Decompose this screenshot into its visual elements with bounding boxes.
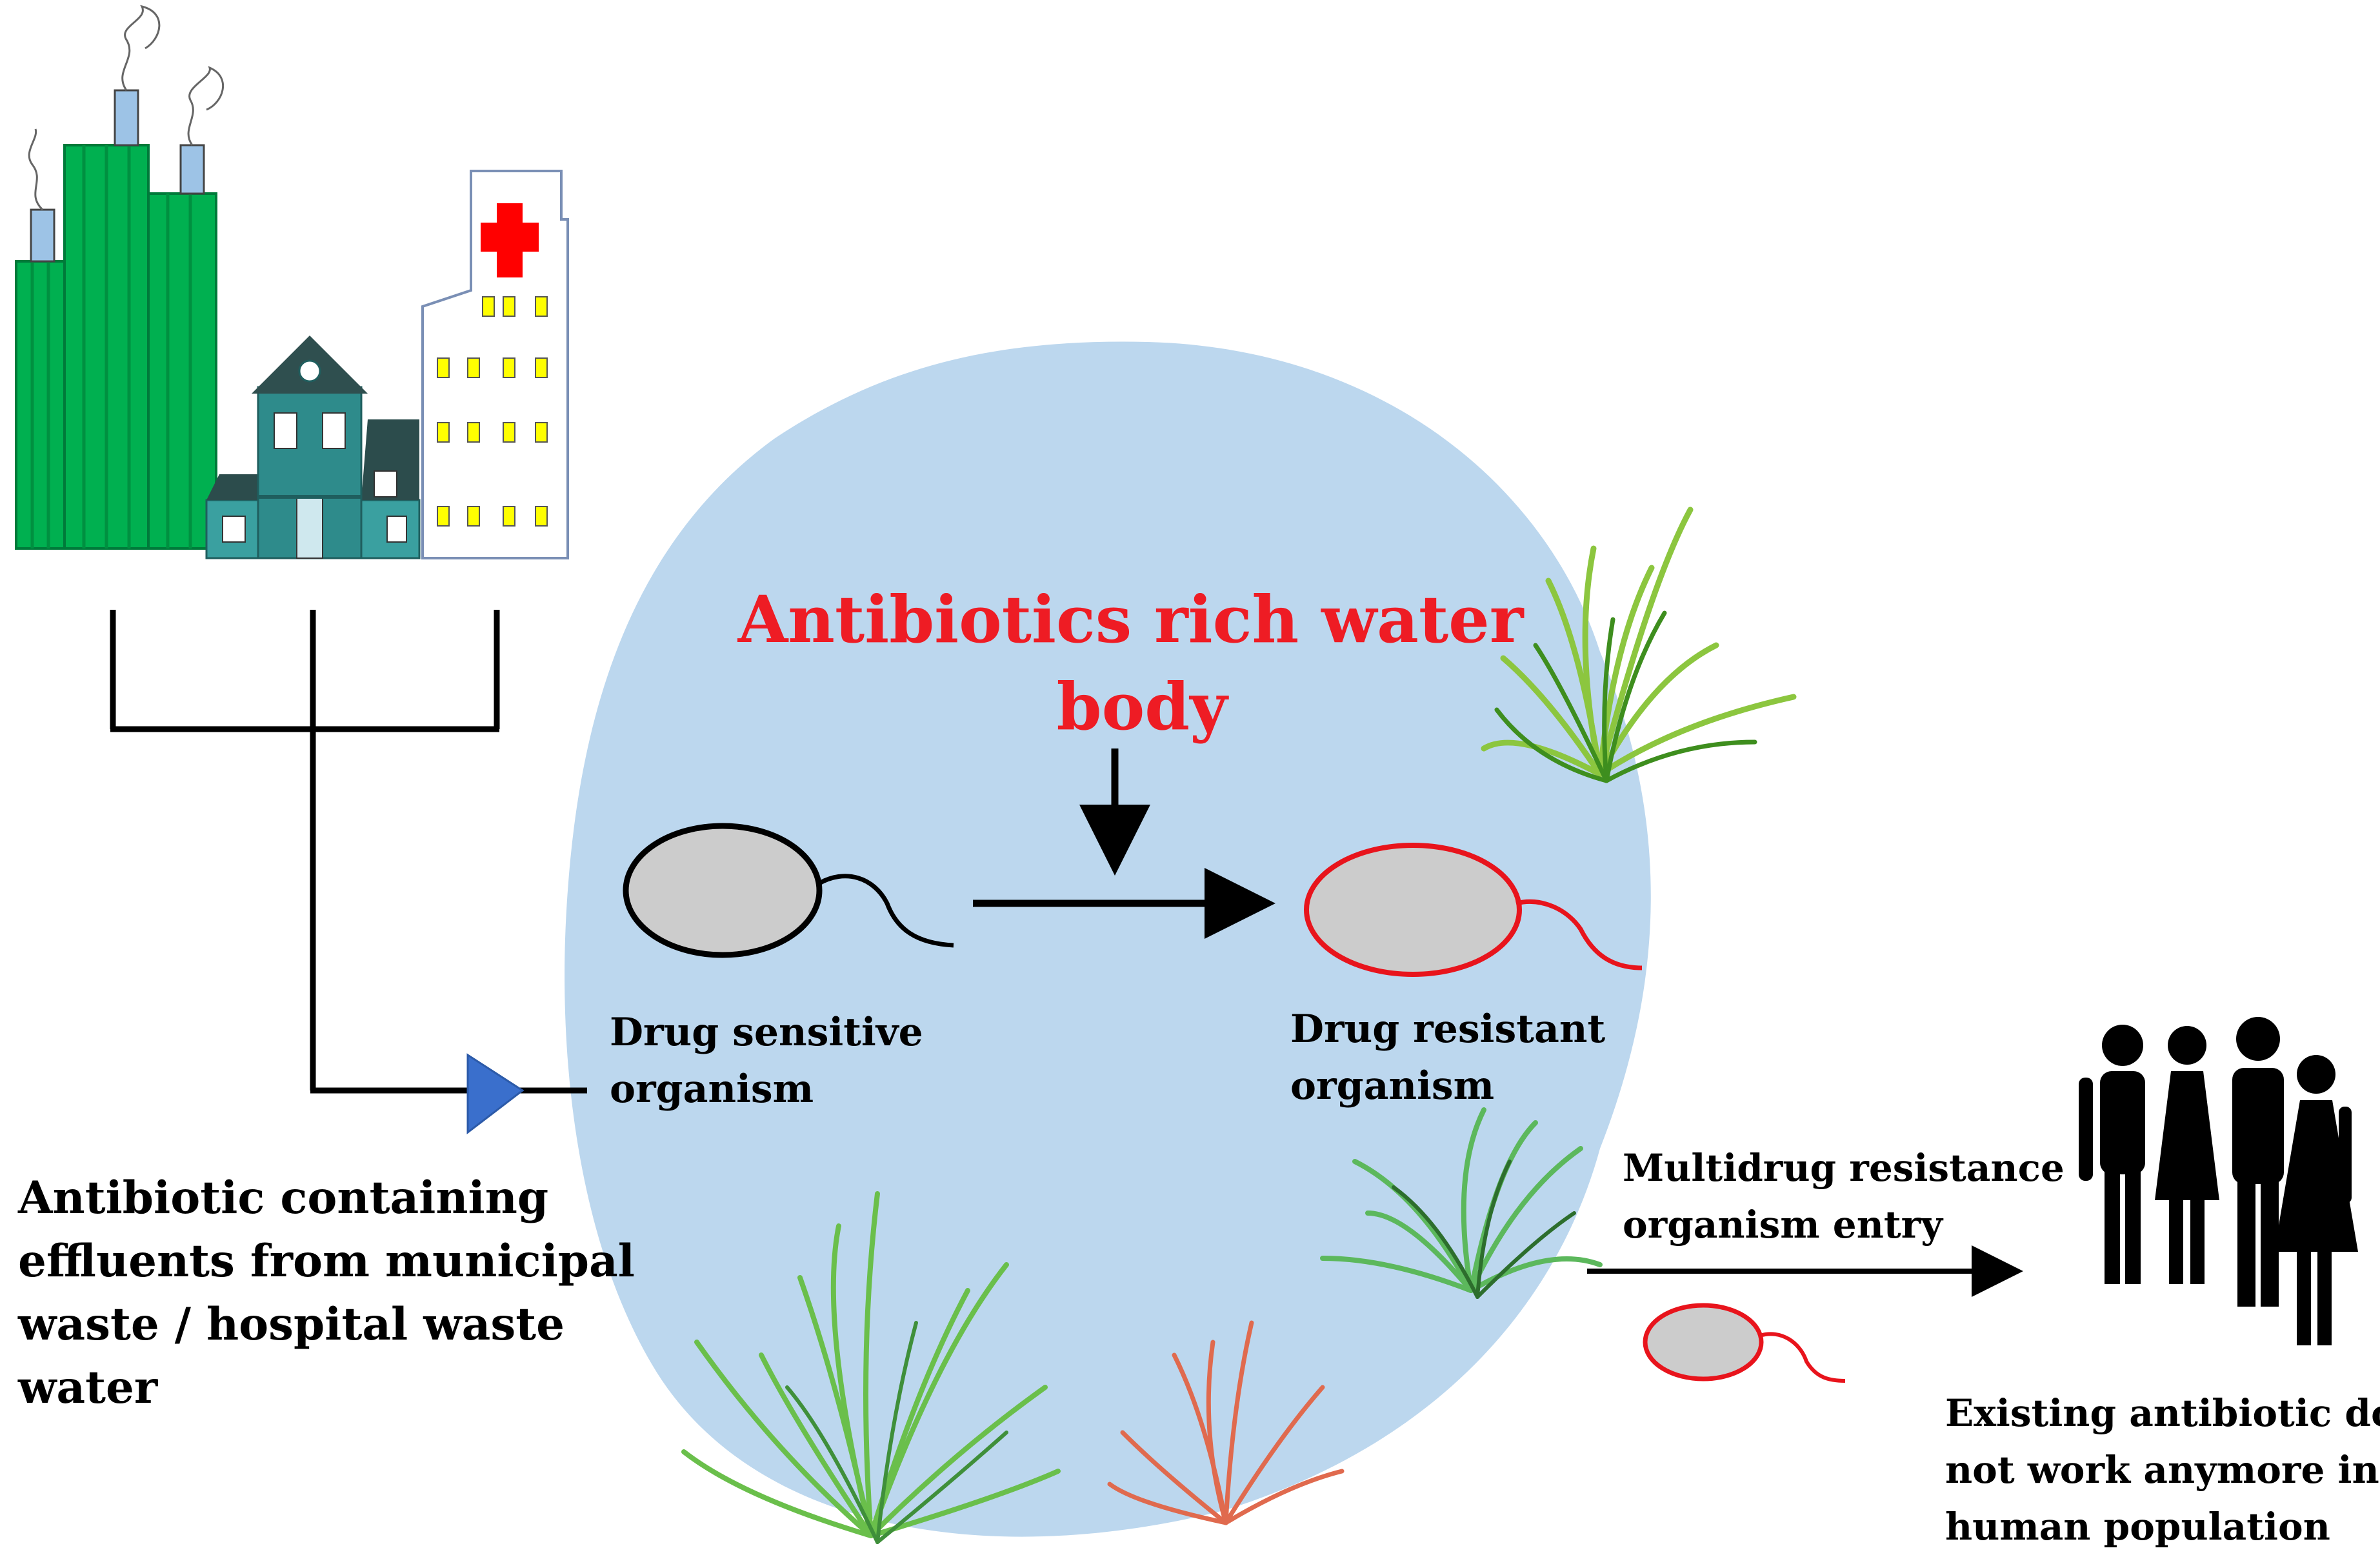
- sensitive-organism-label: Drug sensitive organism: [610, 1010, 937, 1112]
- grass-icon: [681, 507, 1797, 1544]
- people-icon: [2079, 1017, 2358, 1345]
- house-icon: [205, 336, 421, 559]
- resistant-organism-icon: [1304, 843, 1643, 977]
- mdr-organism-icon: [1643, 1303, 1846, 1383]
- hospital-icon: [421, 170, 569, 559]
- effluent-label: Antibiotic containing effluents from mun…: [17, 1172, 650, 1414]
- inlet-arrow-icon: [466, 1053, 525, 1135]
- outcome-label: Existing antibiotic do not work anymore …: [1945, 1391, 2380, 1549]
- water-body-title: Antibiotics rich water body: [737, 581, 1546, 745]
- resistant-organism-label: Drug resistant organism: [1290, 1007, 1619, 1109]
- effluent-pipes: [110, 610, 587, 1094]
- red-cross-icon: [481, 203, 539, 277]
- mdr-entry-label: Multidrug resistance organism entry: [1623, 1146, 2077, 1247]
- sensitive-organism-icon: [623, 823, 954, 958]
- factory-icon: [15, 5, 224, 550]
